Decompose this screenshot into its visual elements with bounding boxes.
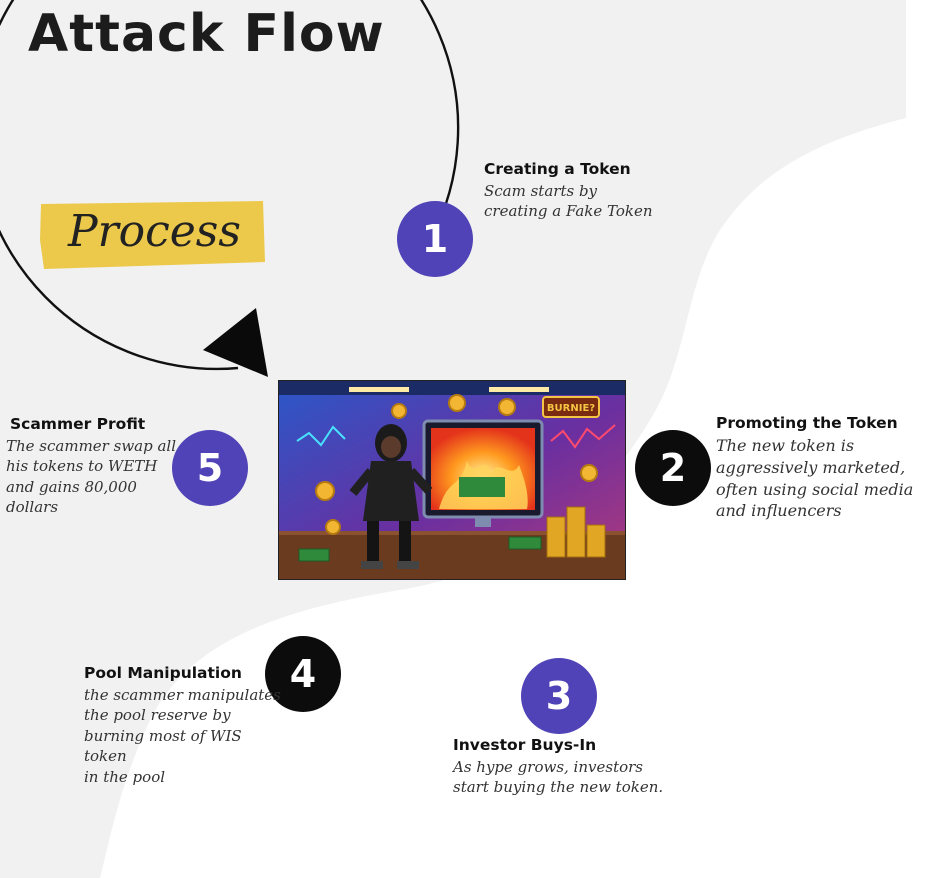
step-2-number: 2 [635, 430, 711, 506]
badge-label: Process [68, 206, 241, 257]
step-5-heading: Scammer Profit [10, 415, 146, 433]
step-3-number: 3 [521, 658, 597, 734]
step-4-number: 4 [265, 636, 341, 712]
process-badge: Process [38, 200, 266, 270]
badge-brush-shape [40, 201, 265, 269]
step-5-number: 5 [172, 430, 248, 506]
step-1-heading: Creating a Token [484, 160, 631, 178]
step-4: Pool Manipulation the scammer manipulate… [84, 664, 284, 787]
scammer-illustration: BURNIE? [278, 380, 626, 580]
step-2-heading: Promoting the Token [716, 414, 898, 432]
step-1-number: 1 [397, 201, 473, 277]
step-3-heading: Investor Buys-In [453, 736, 597, 754]
step-4-heading: Pool Manipulation [84, 664, 242, 682]
step-3: Investor Buys-In As hype grows, investor… [453, 736, 698, 798]
burnie-sign: BURNIE? [547, 403, 595, 414]
page-title: Attack Flow [28, 4, 385, 64]
cycle-arrow-icon [203, 308, 268, 377]
